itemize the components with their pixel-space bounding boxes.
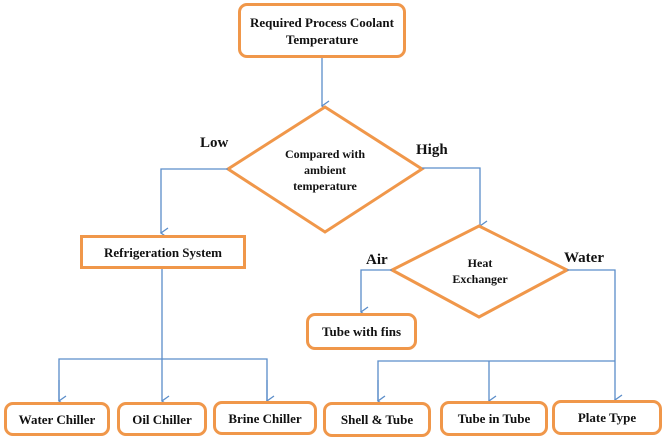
decision-heat-exchanger-shape — [388, 224, 571, 319]
node-start-text: Required Process Coolant Temperature — [250, 14, 394, 47]
node-brine-chiller: Brine Chiller — [213, 401, 317, 435]
node-oil-chiller-text: Oil Chiller — [132, 411, 192, 427]
connector-chiller-bus — [58, 358, 268, 401]
node-brine-chiller-text: Brine Chiller — [228, 410, 302, 426]
node-plate-type-text: Plate Type — [577, 410, 637, 425]
node-shell-tube: Shell & Tube — [323, 402, 431, 437]
connector-high — [422, 167, 488, 232]
node-water-chiller: Water Chiller — [4, 402, 110, 436]
node-plate-type: Plate Type — [552, 400, 662, 435]
edge-label-low: Low — [200, 135, 229, 151]
node-oil-chiller: Oil Chiller — [117, 402, 207, 436]
connector-low — [159, 168, 228, 239]
connector-hx-bus — [377, 360, 615, 401]
node-tube-in-tube-text: Tube in Tube — [457, 411, 531, 426]
node-tube-in-tube: Tube in Tube — [440, 401, 548, 436]
node-heat-exchanger-text: Heat Exchanger — [452, 256, 508, 286]
connector-air — [359, 269, 392, 318]
node-refrigeration-text: Refrigeration System — [103, 244, 223, 260]
node-refrigeration: Refrigeration System — [80, 235, 246, 269]
node-tube-fins: Tube with fins — [306, 313, 417, 350]
connector-water — [567, 269, 623, 406]
node-compare-text: Compared with ambient temperature — [284, 147, 366, 193]
edge-label-water: Water — [564, 250, 604, 266]
node-shell-tube-text: Shell & Tube — [340, 412, 414, 427]
edge-label-high: High — [416, 142, 448, 158]
node-water-chiller-text: Water Chiller — [18, 411, 96, 427]
node-start: Required Process Coolant Temperature — [238, 3, 406, 58]
decision-compare-shape — [225, 105, 425, 234]
node-tube-fins-text: Tube with fins — [322, 324, 401, 339]
edge-label-air: Air — [366, 252, 388, 268]
